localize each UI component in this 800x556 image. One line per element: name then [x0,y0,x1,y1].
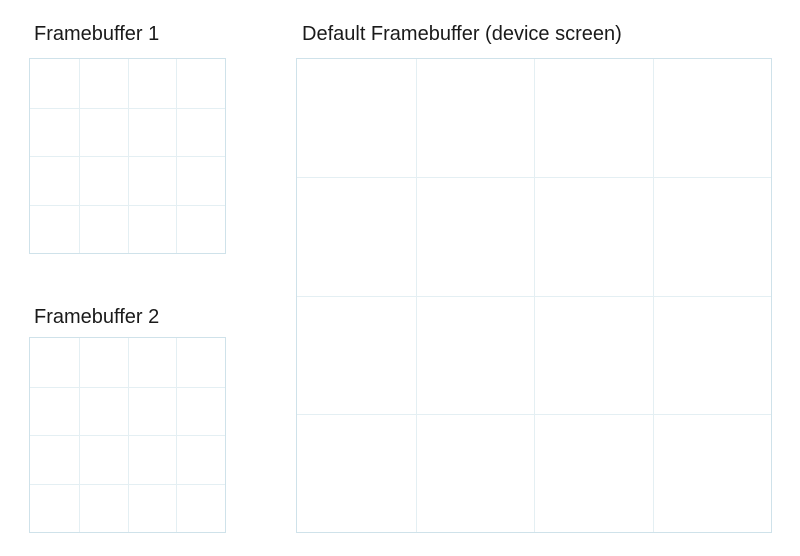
default-framebuffer-title: Default Framebuffer (device screen) [302,23,622,45]
framebuffer-2-grid [29,337,226,533]
framebuffer-2-title: Framebuffer 2 [34,306,160,328]
grid-lines [30,59,225,253]
default-framebuffer-grid [296,58,772,533]
framebuffer-1-title: Framebuffer 1 [34,23,160,45]
grid-lines [297,59,771,532]
framebuffer-1-grid [29,58,226,254]
grid-lines [30,338,225,532]
